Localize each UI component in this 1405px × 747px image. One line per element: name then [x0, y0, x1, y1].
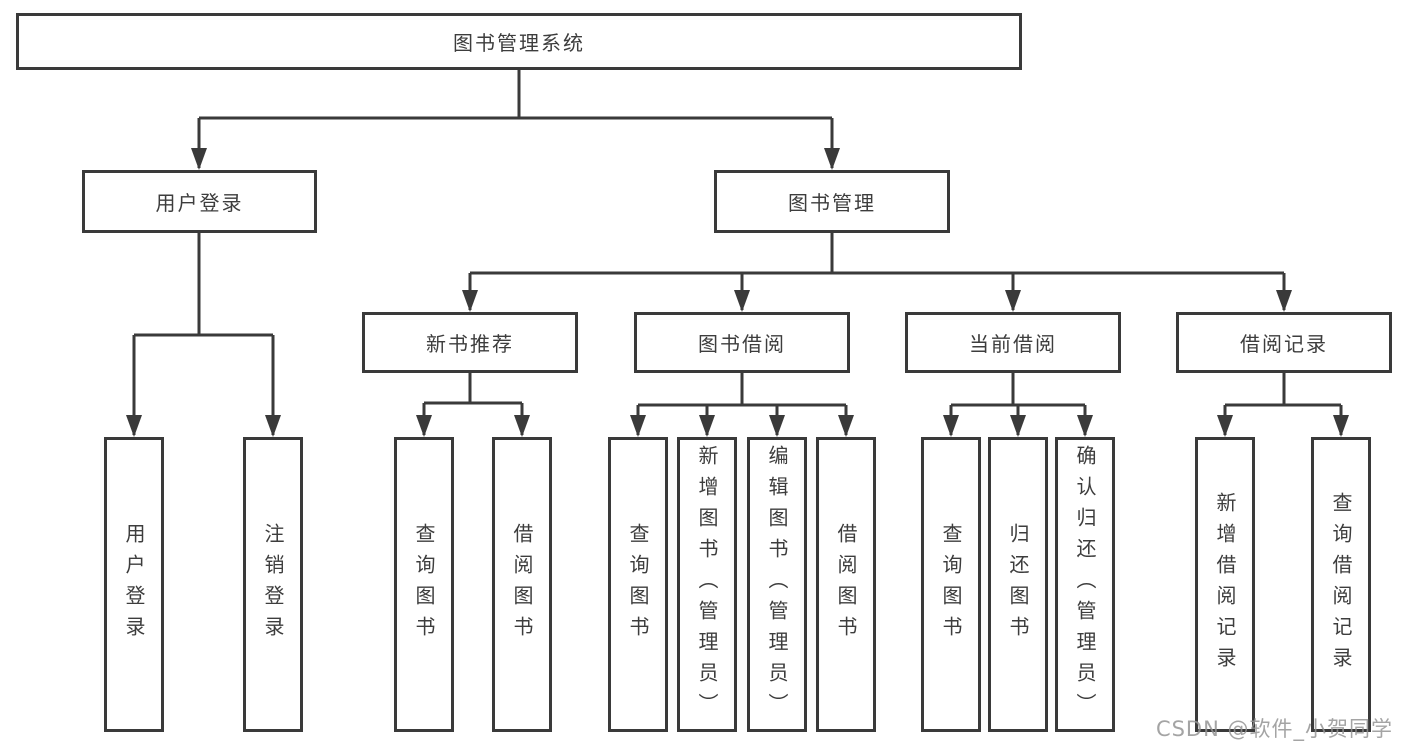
leaf-query-borrow-record: 查询借阅记录	[1311, 437, 1371, 732]
arrowhead-icon	[769, 415, 785, 437]
arrowhead-icon	[1005, 290, 1021, 312]
leaf-edit-book-admin: 编辑图书（管理员）	[747, 437, 807, 732]
arrowhead-icon	[1077, 415, 1093, 437]
leaf-logout: 注销登录	[243, 437, 303, 732]
arrowhead-icon	[1010, 415, 1026, 437]
leaf-query-books-current: 查询图书	[921, 437, 981, 732]
arrowhead-icon	[943, 415, 959, 437]
node-library-system-root: 图书管理系统	[16, 13, 1022, 70]
arrowhead-icon	[1276, 290, 1292, 312]
arrowheads	[126, 148, 1349, 437]
connector-newbooks-to-leaves	[422, 373, 524, 435]
node-book-borrowing: 图书借阅	[634, 312, 850, 373]
arrowhead-icon	[699, 415, 715, 437]
watermark: CSDN @软件_小贺同学	[1155, 717, 1393, 741]
connector-login-to-leaves	[132, 233, 275, 435]
node-book-management: 图书管理	[714, 170, 950, 233]
leaf-query-books-recommend: 查询图书	[394, 437, 454, 732]
connector-root-to-level1	[197, 70, 834, 168]
arrowhead-icon	[824, 148, 840, 170]
leaf-borrow-books-borrowing: 借阅图书	[816, 437, 876, 732]
leaf-add-borrow-record: 新增借阅记录	[1195, 437, 1255, 732]
arrowhead-icon	[1217, 415, 1233, 437]
connector-borrowing-to-leaves	[636, 373, 848, 435]
arrowhead-icon	[838, 415, 854, 437]
arrowhead-icon	[191, 148, 207, 170]
arrowhead-icon	[1333, 415, 1349, 437]
connector-records-to-leaves	[1223, 373, 1343, 435]
node-user-login: 用户登录	[82, 170, 317, 233]
arrowhead-icon	[514, 415, 530, 437]
arrowhead-icon	[630, 415, 646, 437]
node-new-book-recommend: 新书推荐	[362, 312, 578, 373]
connector-mgmt-to-sections	[468, 233, 1286, 310]
leaf-query-books-borrowing: 查询图书	[608, 437, 668, 732]
arrowhead-icon	[462, 290, 478, 312]
leaf-confirm-return-admin: 确认归还（管理员）	[1055, 437, 1115, 732]
node-borrowing-records: 借阅记录	[1176, 312, 1392, 373]
leaf-borrow-books-recommend: 借阅图书	[492, 437, 552, 732]
arrowhead-icon	[126, 415, 142, 437]
arrowhead-icon	[265, 415, 281, 437]
node-current-borrowing: 当前借阅	[905, 312, 1121, 373]
leaf-return-books: 归还图书	[988, 437, 1048, 732]
arrowhead-icon	[734, 290, 750, 312]
leaf-user-login: 用户登录	[104, 437, 164, 732]
leaf-add-book-admin: 新增图书（管理员）	[677, 437, 737, 732]
arrowhead-icon	[416, 415, 432, 437]
